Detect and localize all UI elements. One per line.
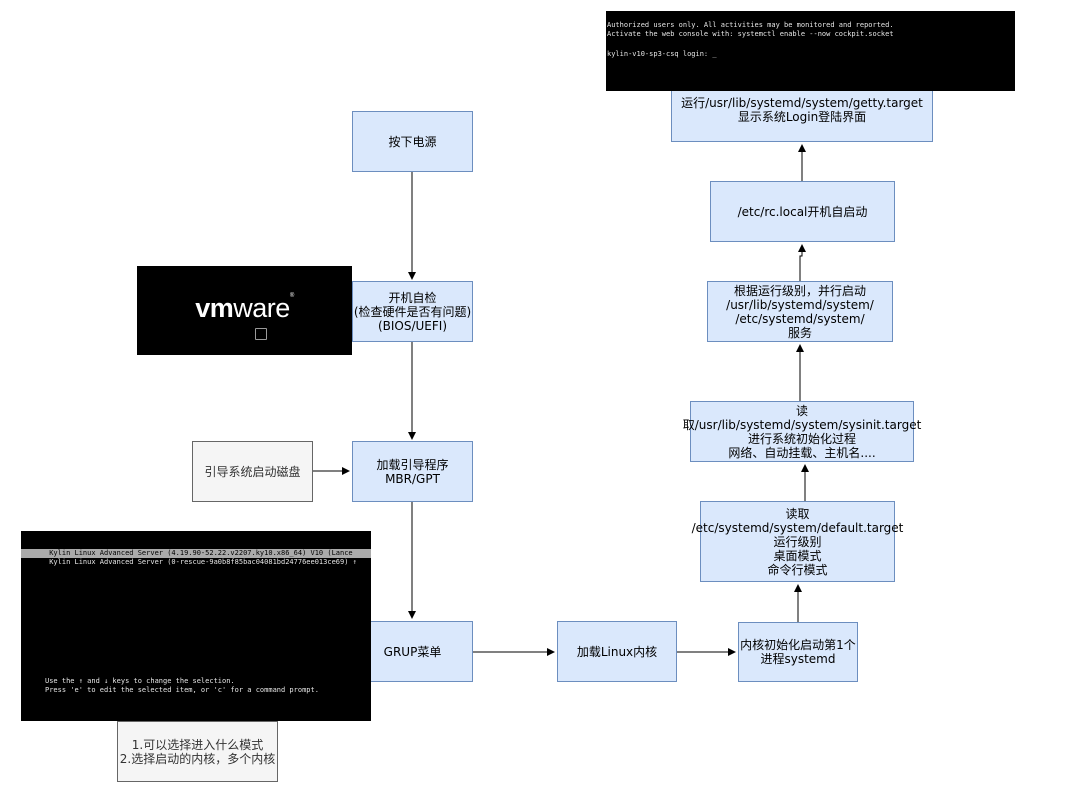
grub-terminal-screenshot: Kylin Linux Advanced Server (4.19.90-52.… [21,531,371,721]
grub-entry-1: Kylin Linux Advanced Server (4.19.90-52.… [45,549,353,557]
node-services-label: 根据运行级别，并行启动 /usr/lib/systemd/system/ /et… [726,283,874,340]
node-rc-local-label: /etc/rc.local开机自启动 [737,204,868,219]
edge-services-to-rclocal [798,244,806,281]
vmware-logo-light: ware [233,293,290,323]
node-grub-menu-label: GRUP菜单 [383,644,442,659]
loading-spinner-icon [255,328,267,340]
vmware-logo: vmware® [137,293,352,324]
vmware-splash-screenshot: vmware® [137,266,352,355]
grub-help-1: Use the ↑ and ↓ keys to change the selec… [45,677,235,685]
grub-entry-selected[interactable]: Kylin Linux Advanced Server (4.19.90-52.… [21,549,371,558]
node-boot-disk-label: 引导系统启动磁盘 [204,464,301,479]
login-line-1: Authorized users only. All activities ma… [607,21,894,29]
login-line-2: Activate the web console with: systemctl… [607,30,894,38]
login-prompt: kylin-v10-sp3-csq login: _ [607,50,717,58]
node-grub-menu[interactable]: GRUP菜单 [352,621,473,682]
login-terminal-screenshot: Authorized users only. All activities ma… [606,11,1015,91]
node-init-systemd[interactable]: 内核初始化启动第1个 进程systemd [738,622,858,682]
node-rc-local[interactable]: /etc/rc.local开机自启动 [710,181,895,242]
node-post-label: 开机自检 (检查硬件是否有问题) (BIOS/UEFI) [353,290,472,333]
grub-entry-2[interactable]: Kylin Linux Advanced Server (0-rescue-9a… [45,558,357,566]
node-getty-label: 运行/usr/lib/systemd/system/getty.target 显… [681,96,923,124]
node-default-target-label: 读取 /etc/systemd/system/default.target 运行… [691,506,904,577]
node-sysinit-label: 读取/usr/lib/systemd/system/sysinit.target… [682,403,922,460]
node-load-kernel[interactable]: 加载Linux内核 [557,621,677,682]
node-default-target[interactable]: 读取 /etc/systemd/system/default.target 运行… [692,501,903,582]
vmware-logo-bold: vm [195,293,234,323]
vmware-logo-mark: ® [289,293,294,299]
node-boot-disk[interactable]: 引导系统启动磁盘 [192,441,313,502]
node-grub-note-label: 1.可以选择进入什么模式 2.选择启动的内核，多个内核 [119,737,276,766]
node-services[interactable]: 根据运行级别，并行启动 /usr/lib/systemd/system/ /et… [707,281,893,342]
node-bootloader-label: 加载引导程序 MBR/GPT [376,457,449,486]
node-load-kernel-label: 加载Linux内核 [576,644,658,659]
node-getty[interactable]: 运行/usr/lib/systemd/system/getty.target 显… [671,81,933,142]
node-power-on-label: 按下电源 [388,134,437,149]
node-power-on[interactable]: 按下电源 [352,111,473,172]
node-sysinit[interactable]: 读取/usr/lib/systemd/system/sysinit.target… [683,401,921,462]
node-bootloader[interactable]: 加载引导程序 MBR/GPT [352,441,473,502]
node-init-systemd-label: 内核初始化启动第1个 进程systemd [740,638,856,666]
node-grub-note[interactable]: 1.可以选择进入什么模式 2.选择启动的内核，多个内核 [117,721,278,782]
node-post[interactable]: 开机自检 (检查硬件是否有问题) (BIOS/UEFI) [352,281,473,342]
grub-help-2: Press 'e' to edit the selected item, or … [45,686,319,694]
